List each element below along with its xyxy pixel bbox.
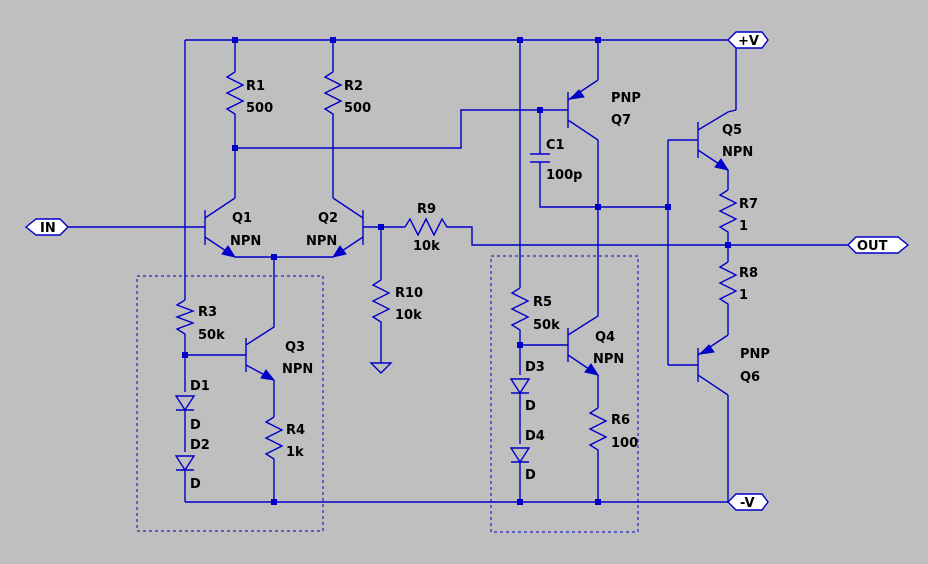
r8-ref-label: R8 [739,266,758,281]
r6-ref-label: R6 [611,413,630,428]
d1-value-label: D [190,418,201,433]
r3-value-label: 50k [198,328,225,343]
transistor-q3: Q3 NPN [245,315,313,381]
q6-type-label: PNP [740,347,770,362]
net-flag-in: IN [24,218,69,236]
resistor-r5: R5 50k [510,287,560,334]
c1-value-label: 100p [546,168,582,183]
resistor-r10: R10 10k [371,279,423,326]
r6-value-label: 100 [611,436,638,451]
r5-value-label: 50k [533,318,560,333]
net-flag-vplus: +V [727,31,769,49]
r4-ref-label: R4 [286,423,305,438]
diode-d3: D3 D [509,360,545,414]
current-source-box-right [490,255,639,533]
net-in-label: IN [40,221,56,236]
r2-value-label: 500 [344,101,371,116]
r9-ref-label: R9 [417,202,436,217]
d1-ref-label: D1 [190,379,210,394]
junctions [182,37,731,505]
d3-ref-label: D3 [525,360,545,375]
net-vplus-label: +V [738,34,759,49]
resistor-r7: R7 1 [718,189,758,236]
net-flag-vminus: -V [727,493,769,511]
r2-ref-label: R2 [344,79,363,94]
transistor-q2: Q2 NPN [306,197,364,258]
r7-ref-label: R7 [739,197,758,212]
q5-ref-label: Q5 [722,123,742,138]
r10-ref-label: R10 [395,286,423,301]
r8-value-label: 1 [739,288,748,303]
ground-icon [369,362,393,374]
q7-type-label: PNP [611,91,641,106]
q1-ref-label: Q1 [232,211,252,226]
d3-value-label: D [525,399,536,414]
resistor-r8: R8 1 [718,261,758,308]
transistor-q5: Q5 NPN [697,109,753,171]
wires [68,39,848,503]
resistor-r6: R6 100 [588,407,638,454]
d2-value-label: D [190,477,201,492]
transistor-q4: Q4 NPN [567,310,624,376]
diode-d1: D1 D [174,379,210,433]
r5-ref-label: R5 [533,295,552,310]
q2-type-label: NPN [306,234,337,249]
d4-ref-label: D4 [525,429,545,444]
c1-ref-label: C1 [546,138,565,153]
resistor-r9: R9 10k [404,202,452,254]
q4-ref-label: Q4 [595,330,615,345]
r1-ref-label: R1 [246,79,265,94]
q3-type-label: NPN [282,362,313,377]
current-source-box-left [136,275,324,532]
d2-ref-label: D2 [190,438,210,453]
resistor-r2: R2 500 [323,71,371,118]
capacitor-c1: C1 100p [530,138,582,183]
q6-ref-label: Q6 [740,370,760,385]
q7-ref-label: Q7 [611,113,631,128]
r10-value-label: 10k [395,308,422,323]
resistor-r4: R4 1k [264,416,305,463]
resistor-r1: R1 500 [225,71,273,118]
r1-value-label: 500 [246,101,273,116]
net-out-label: OUT [857,239,888,254]
d4-value-label: D [525,468,536,483]
q1-type-label: NPN [230,234,261,249]
net-flag-out: OUT [847,236,910,254]
transistor-q7: PNP Q7 [567,79,641,141]
transistor-q1: Q1 NPN [204,197,261,258]
q2-ref-label: Q2 [318,211,338,226]
r3-ref-label: R3 [198,305,217,320]
q4-type-label: NPN [593,352,624,367]
diode-d4: D4 D [509,429,545,483]
r4-value-label: 1k [286,445,304,460]
transistor-q6: PNP Q6 [697,334,770,396]
diode-d2: D2 D [174,438,210,492]
r7-value-label: 1 [739,219,748,234]
q5-type-label: NPN [722,145,753,160]
r9-value-label: 10k [413,239,440,254]
q3-ref-label: Q3 [285,340,305,355]
net-vminus-label: -V [740,496,755,511]
resistor-r3: R3 50k [175,299,225,343]
